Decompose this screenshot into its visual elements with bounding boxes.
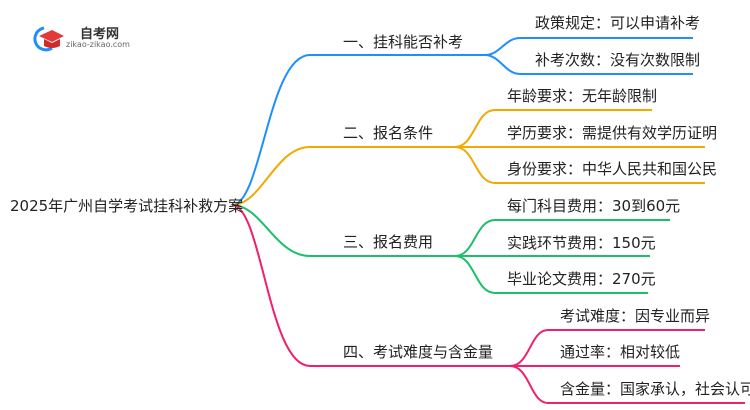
leaf-topic: 毕业论文费用：270元 — [507, 270, 656, 288]
connector-b4-c3 — [509, 365, 745, 404]
connector-branch-4 — [231, 204, 510, 367]
branch-topic-3: 三、报名费用 — [343, 233, 434, 251]
logo-url: zikao-zikao.com — [66, 40, 130, 49]
root-topic: 2025年广州自学考试挂科补救方案 — [10, 197, 244, 215]
connector-b2-c1 — [454, 109, 652, 148]
leaf-topic: 年龄要求：无年龄限制 — [507, 87, 658, 105]
connector-b1-c2 — [484, 54, 693, 75]
branch-topic-1: 一、挂科能否补考 — [343, 33, 464, 51]
connector-b1-c1 — [484, 37, 693, 56]
leaf-topic: 含金量：国家承认，社会认可 — [560, 380, 750, 398]
leaf-topic: 补考次数：没有次数限制 — [535, 51, 701, 69]
graduation-cap-icon — [33, 26, 64, 52]
connector-b2-c3 — [454, 146, 705, 184]
connector-b4-c1 — [509, 329, 705, 367]
branch-topic-4: 四、考试难度与含金量 — [343, 343, 494, 361]
leaf-topic: 考试难度：因专业而异 — [560, 307, 711, 325]
leaf-topic: 通过率：相对较低 — [560, 343, 681, 361]
connector-b3-c3 — [454, 255, 648, 294]
leaf-topic: 学历要求：需提供有效学历证明 — [507, 124, 718, 142]
leaf-topic: 身份要求：中华人民共和国公民 — [507, 160, 718, 178]
connector-branch-2 — [231, 146, 455, 206]
connector-b3-c1 — [454, 219, 670, 257]
leaf-topic: 实践环节费用：150元 — [507, 234, 656, 252]
leaf-topic: 政策规定：可以申请补考 — [535, 14, 701, 32]
logo-title: 自考网 — [80, 27, 120, 42]
branch-topic-2: 二、报名条件 — [343, 124, 434, 142]
leaf-topic: 每门科目费用：30到60元 — [507, 197, 681, 215]
connector-branch-1 — [231, 54, 485, 206]
connector-branch-3 — [231, 204, 455, 257]
